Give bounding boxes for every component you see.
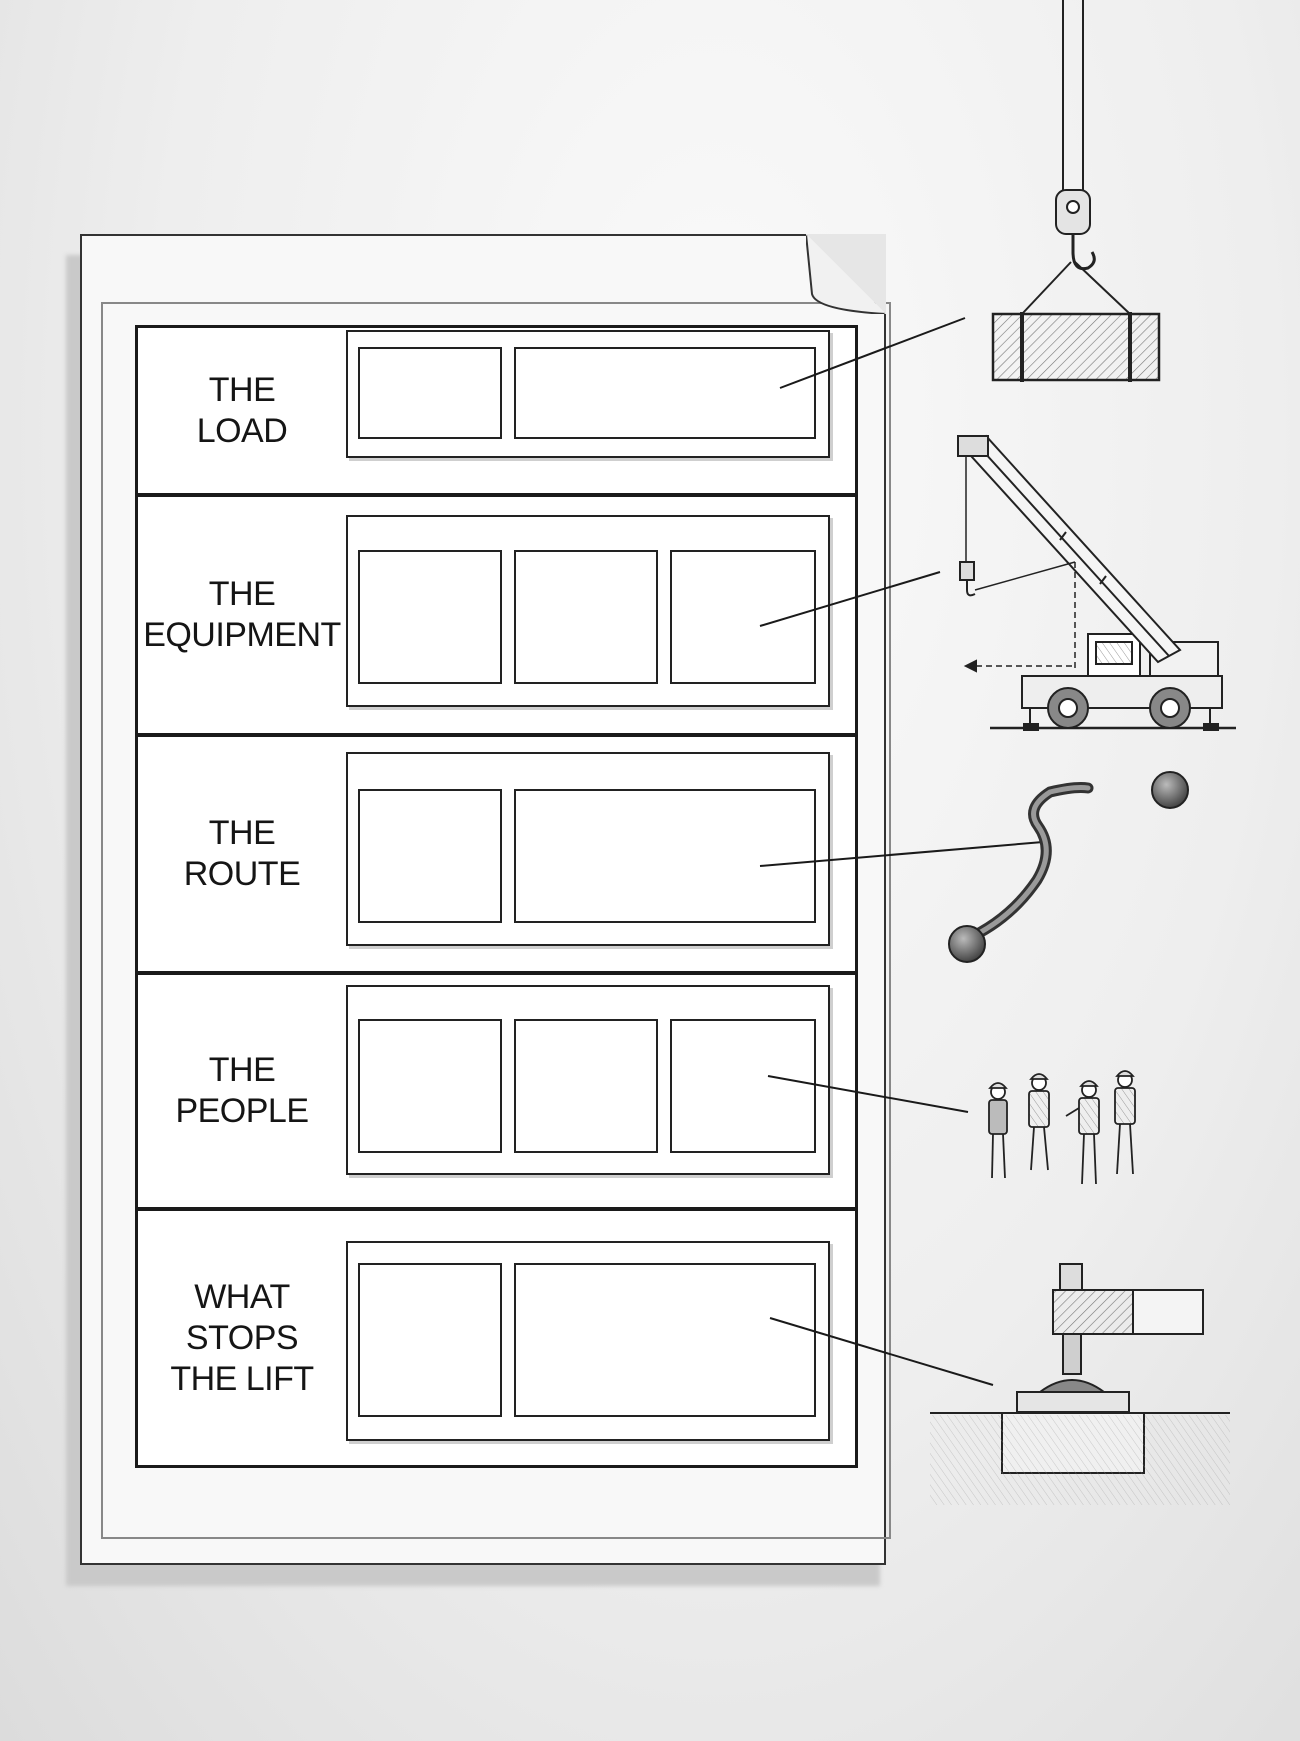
row-label-line: THE: [208, 814, 276, 852]
worker-figure: [1065, 1080, 1100, 1185]
row-panel: [346, 985, 830, 1175]
answer-box[interactable]: [358, 789, 502, 923]
row-label-people: THE PEOPLE: [138, 975, 346, 1207]
row-load: THE LOAD: [138, 328, 855, 497]
row-label-line: ROUTE: [183, 855, 301, 893]
row-label-route: THE ROUTE: [138, 737, 346, 971]
leader-line-people: [767, 1075, 969, 1113]
workers-group-icon: [988, 1070, 1136, 1185]
row-label-what-stops-the-lift: WHAT STOPS THE LIFT: [138, 1211, 346, 1465]
row-label-line: THE: [208, 370, 276, 409]
row-label-line: THE LIFT: [170, 1359, 314, 1398]
row-what-stops-the-lift: WHAT STOPS THE LIFT: [138, 1211, 855, 1465]
row-label-line: LOAD: [196, 411, 288, 450]
leader-line-route: [759, 841, 1044, 867]
leader-line-what-stops-the-lift: [769, 1317, 994, 1386]
row-panel: [346, 330, 830, 458]
row-label-load: THE LOAD: [138, 328, 346, 493]
row-people: THE PEOPLE: [138, 975, 855, 1211]
checklist-table: THE LOAD THE EQUIPMENT THE: [135, 325, 858, 1468]
worker-figure: [1114, 1070, 1136, 1175]
outrigger-pad-icon: [930, 1263, 1230, 1505]
worker-figure: [1028, 1073, 1050, 1171]
row-panel: [346, 1241, 830, 1441]
row-label-equipment: THE EQUIPMENT: [138, 497, 346, 733]
row-label-line: EQUIPMENT: [143, 616, 341, 654]
row-label-line: PEOPLE: [175, 1092, 309, 1130]
answer-box[interactable]: [514, 550, 658, 684]
row-panel: [346, 752, 830, 946]
row-equipment: THE EQUIPMENT: [138, 497, 855, 737]
answer-box[interactable]: [358, 1263, 502, 1417]
row-route: THE ROUTE: [138, 737, 855, 975]
answer-box[interactable]: [670, 1019, 816, 1153]
answer-box[interactable]: [514, 1019, 658, 1153]
row-label-line: THE: [208, 575, 276, 613]
row-label-line: THE: [208, 1051, 276, 1089]
row-panel: [346, 515, 830, 707]
answer-box[interactable]: [514, 347, 816, 439]
answer-box[interactable]: [514, 1263, 816, 1417]
mobile-crane-icon: [957, 434, 1236, 731]
hook-load-icon: [991, 0, 1161, 382]
worker-figure: [988, 1082, 1008, 1179]
answer-box[interactable]: [358, 1019, 502, 1153]
sheet-inner-border: [101, 302, 891, 1539]
dog-ear-corner: [806, 234, 886, 314]
row-label-line: STOPS: [185, 1318, 299, 1357]
row-label-line: WHAT: [194, 1277, 290, 1316]
answer-box[interactable]: [514, 789, 816, 923]
leader-line-load: [779, 317, 966, 389]
leader-line-equipment: [759, 571, 941, 627]
route-path-icon: [948, 771, 1189, 963]
answer-box[interactable]: [358, 550, 502, 684]
answer-box[interactable]: [358, 347, 502, 439]
